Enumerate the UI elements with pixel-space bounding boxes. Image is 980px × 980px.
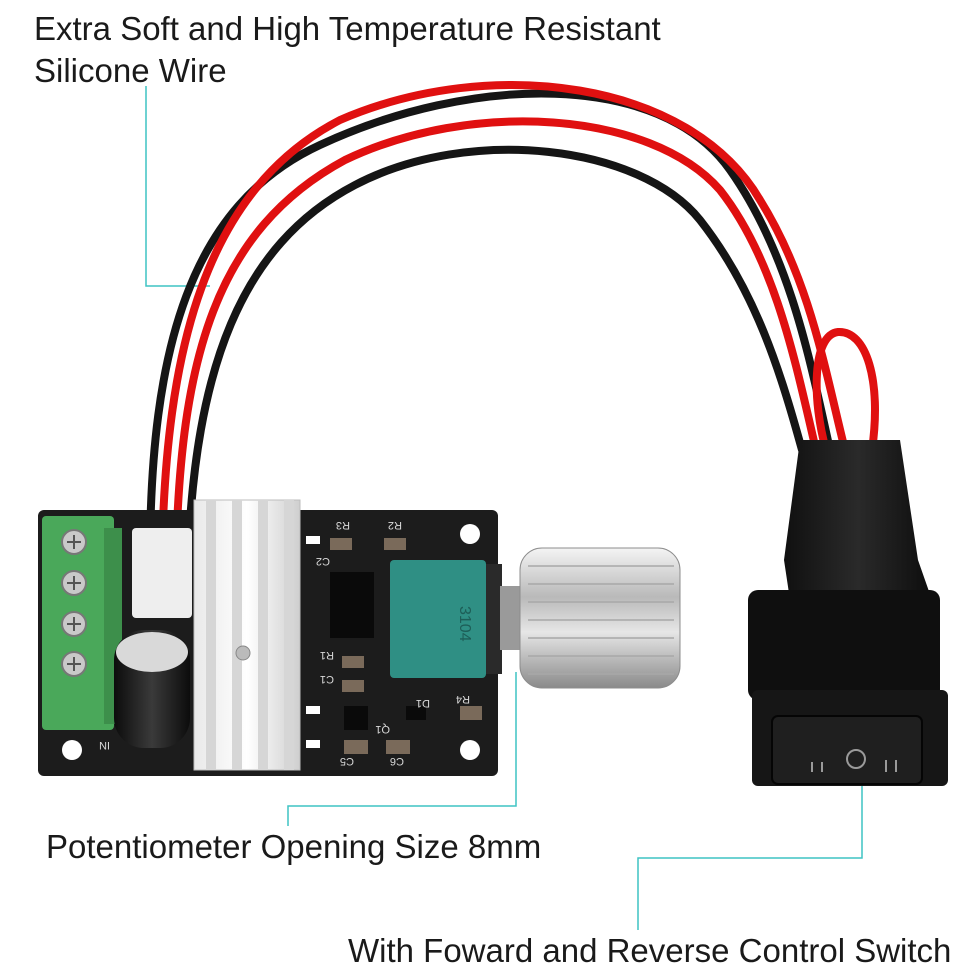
pcb-board: IN 3104 [38, 499, 502, 776]
pcb-label-r3: R3 [336, 519, 350, 531]
wire-connector [132, 528, 192, 618]
pcb-label-c1: C1 [320, 673, 334, 685]
potentiometer-body [390, 560, 486, 678]
switch-rocker [771, 715, 923, 785]
pcb-label-c6: C6 [390, 755, 404, 767]
rocker-switch-assembly [748, 440, 948, 786]
pcb-label-in: IN [99, 739, 110, 751]
black-wire-inner [184, 145, 806, 564]
ic-chip [330, 572, 374, 638]
terminal-screws [61, 529, 87, 677]
potentiometer-leader-line [287, 672, 517, 826]
pcb-label-r1: R1 [320, 649, 334, 661]
wire-caption: Extra Soft and High Temperature Resistan… [34, 8, 661, 92]
heatsink [193, 499, 301, 771]
wire-caption-line1: Extra Soft and High Temperature Resistan… [34, 10, 661, 47]
pcb-label-c5: C5 [340, 755, 354, 767]
switch-caption: With Foward and Reverse Control Switch [348, 932, 952, 969]
pcb-label-c2: C2 [316, 555, 330, 567]
silicone-wires [146, 81, 879, 564]
black-wire-outer [146, 89, 834, 564]
potentiometer-knob [500, 547, 681, 689]
pcb-label-q1: Q1 [375, 723, 390, 735]
switch-housing [748, 590, 940, 700]
switch-leader-line [637, 772, 863, 930]
pcb-label-r2: R2 [388, 519, 402, 531]
red-wire-outer [158, 81, 849, 564]
red-wire-loop [812, 328, 879, 454]
switch-o-mark [846, 749, 866, 769]
pcb-label-r4: R4 [456, 693, 470, 705]
red-wire-inner [172, 117, 820, 564]
potentiometer-caption: Potentiometer Opening Size 8mm [46, 828, 542, 865]
pcb-label-d1: D1 [416, 697, 430, 709]
switch-sheath [784, 440, 932, 600]
pcb-label-pot-code: 3104 [456, 606, 473, 642]
wire-caption-line2: Silicone Wire [34, 52, 227, 89]
